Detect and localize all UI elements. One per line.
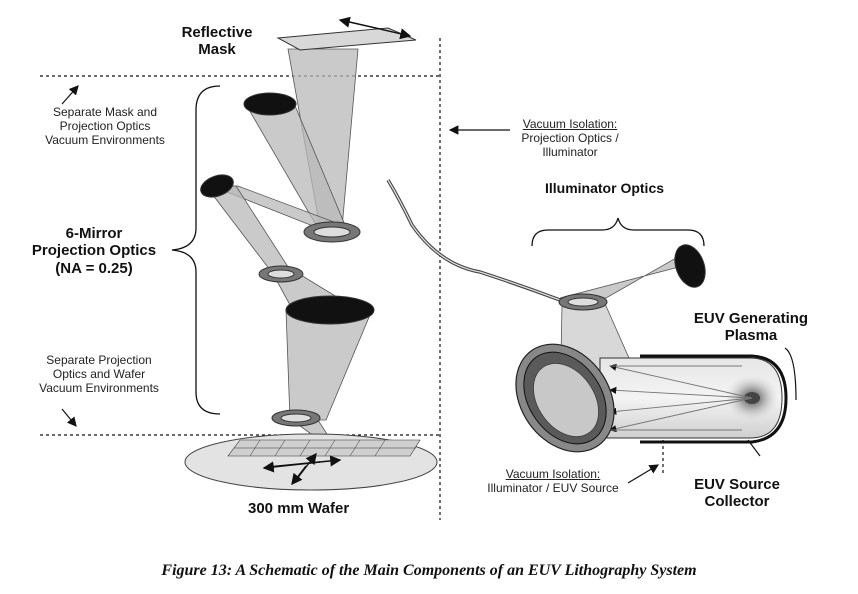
wafer — [184, 433, 438, 491]
vacuum-boundary-lines — [40, 38, 664, 520]
illuminator-mirrors — [558, 244, 706, 311]
vacuum-isolation-top-label: Vacuum Isolation: Projection Optics / Il… — [521, 117, 619, 159]
vacuum-isolation-strip — [386, 179, 561, 302]
projection-optics-brace — [171, 85, 221, 415]
euv-source-collector — [515, 343, 788, 453]
separate-mask-optics-label: Separate Mask and Projection Optics Vacu… — [45, 105, 165, 147]
projection-mirrors — [200, 92, 375, 427]
separate-optics-wafer-label: Separate Projection Optics and Wafer Vac… — [39, 353, 159, 395]
figure-caption: Figure 13: A Schematic of the Main Compo… — [161, 562, 697, 579]
reflective-mask — [276, 16, 417, 51]
label-pointers — [61, 85, 797, 484]
projection-optics-label: 6-Mirror Projection Optics (NA = 0.25) — [31, 225, 157, 277]
illuminator-optics-label: Illuminator Optics — [545, 180, 665, 196]
wafer-label: 300 mm Wafer — [248, 500, 350, 517]
illuminator-brace — [531, 217, 705, 247]
vacuum-isolation-bottom-label: Vacuum Isolation: Illuminator / EUV Sour… — [487, 467, 619, 495]
